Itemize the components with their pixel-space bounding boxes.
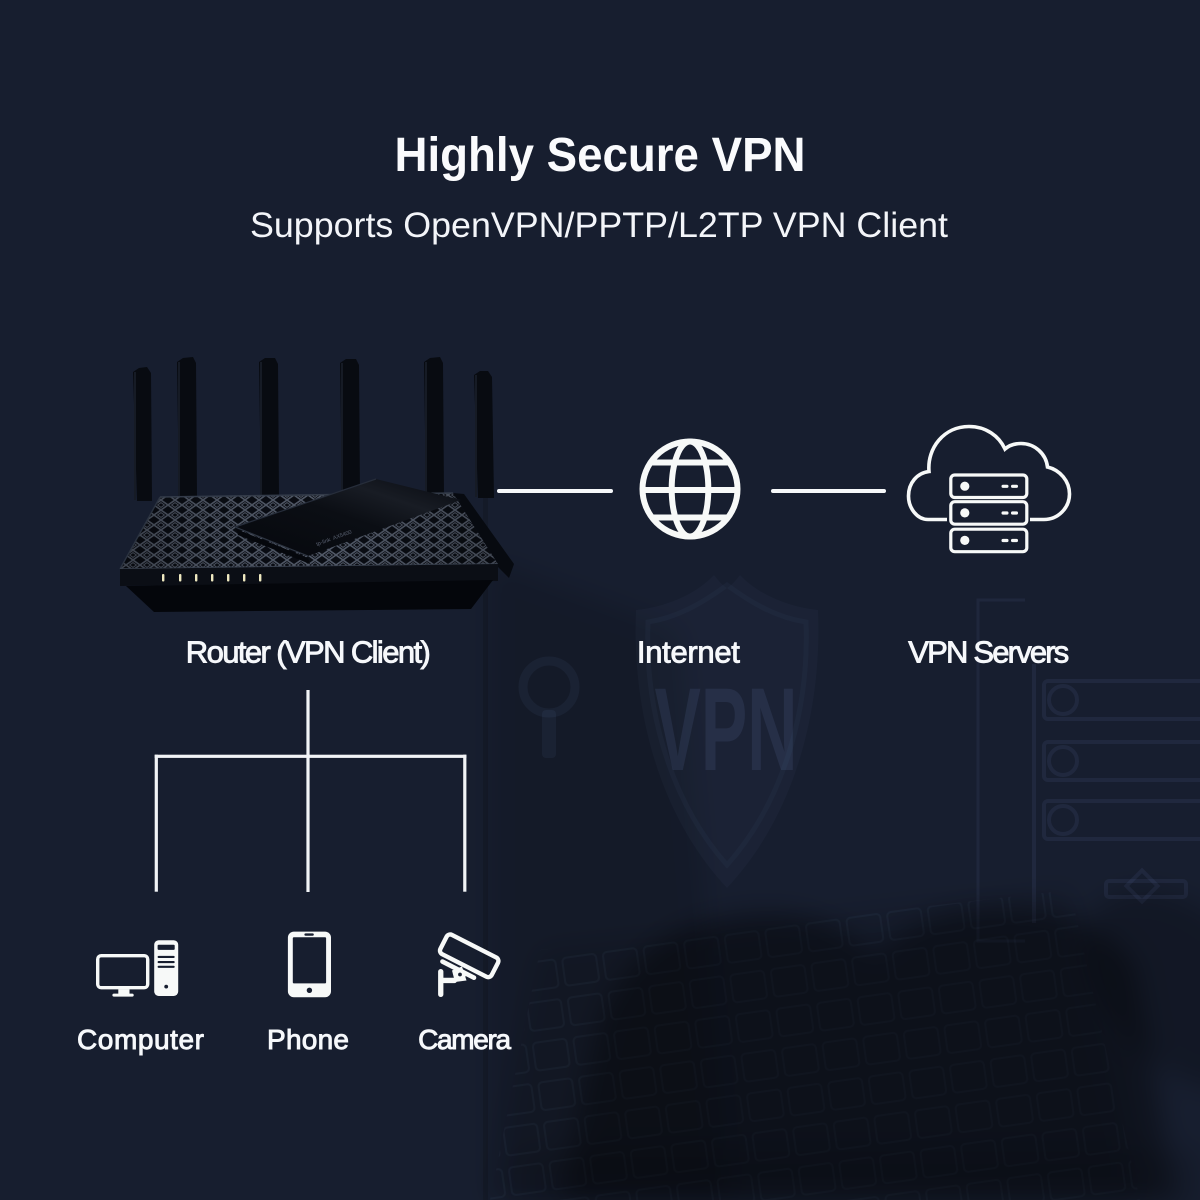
svg-text:Camera: Camera bbox=[418, 1024, 511, 1055]
svg-text:VPN Servers: VPN Servers bbox=[908, 635, 1069, 670]
svg-text:Internet: Internet bbox=[637, 635, 740, 670]
svg-text:Router (VPN Client): Router (VPN Client) bbox=[186, 635, 431, 670]
svg-text:Highly Secure VPN: Highly Secure VPN bbox=[395, 129, 806, 182]
svg-text:Computer: Computer bbox=[77, 1024, 204, 1055]
svg-text:Supports OpenVPN/PPTP/L2TP VPN: Supports OpenVPN/PPTP/L2TP VPN Client bbox=[250, 206, 948, 245]
svg-text:Phone: Phone bbox=[267, 1024, 349, 1055]
svg-text:VPN: VPN bbox=[655, 664, 798, 796]
